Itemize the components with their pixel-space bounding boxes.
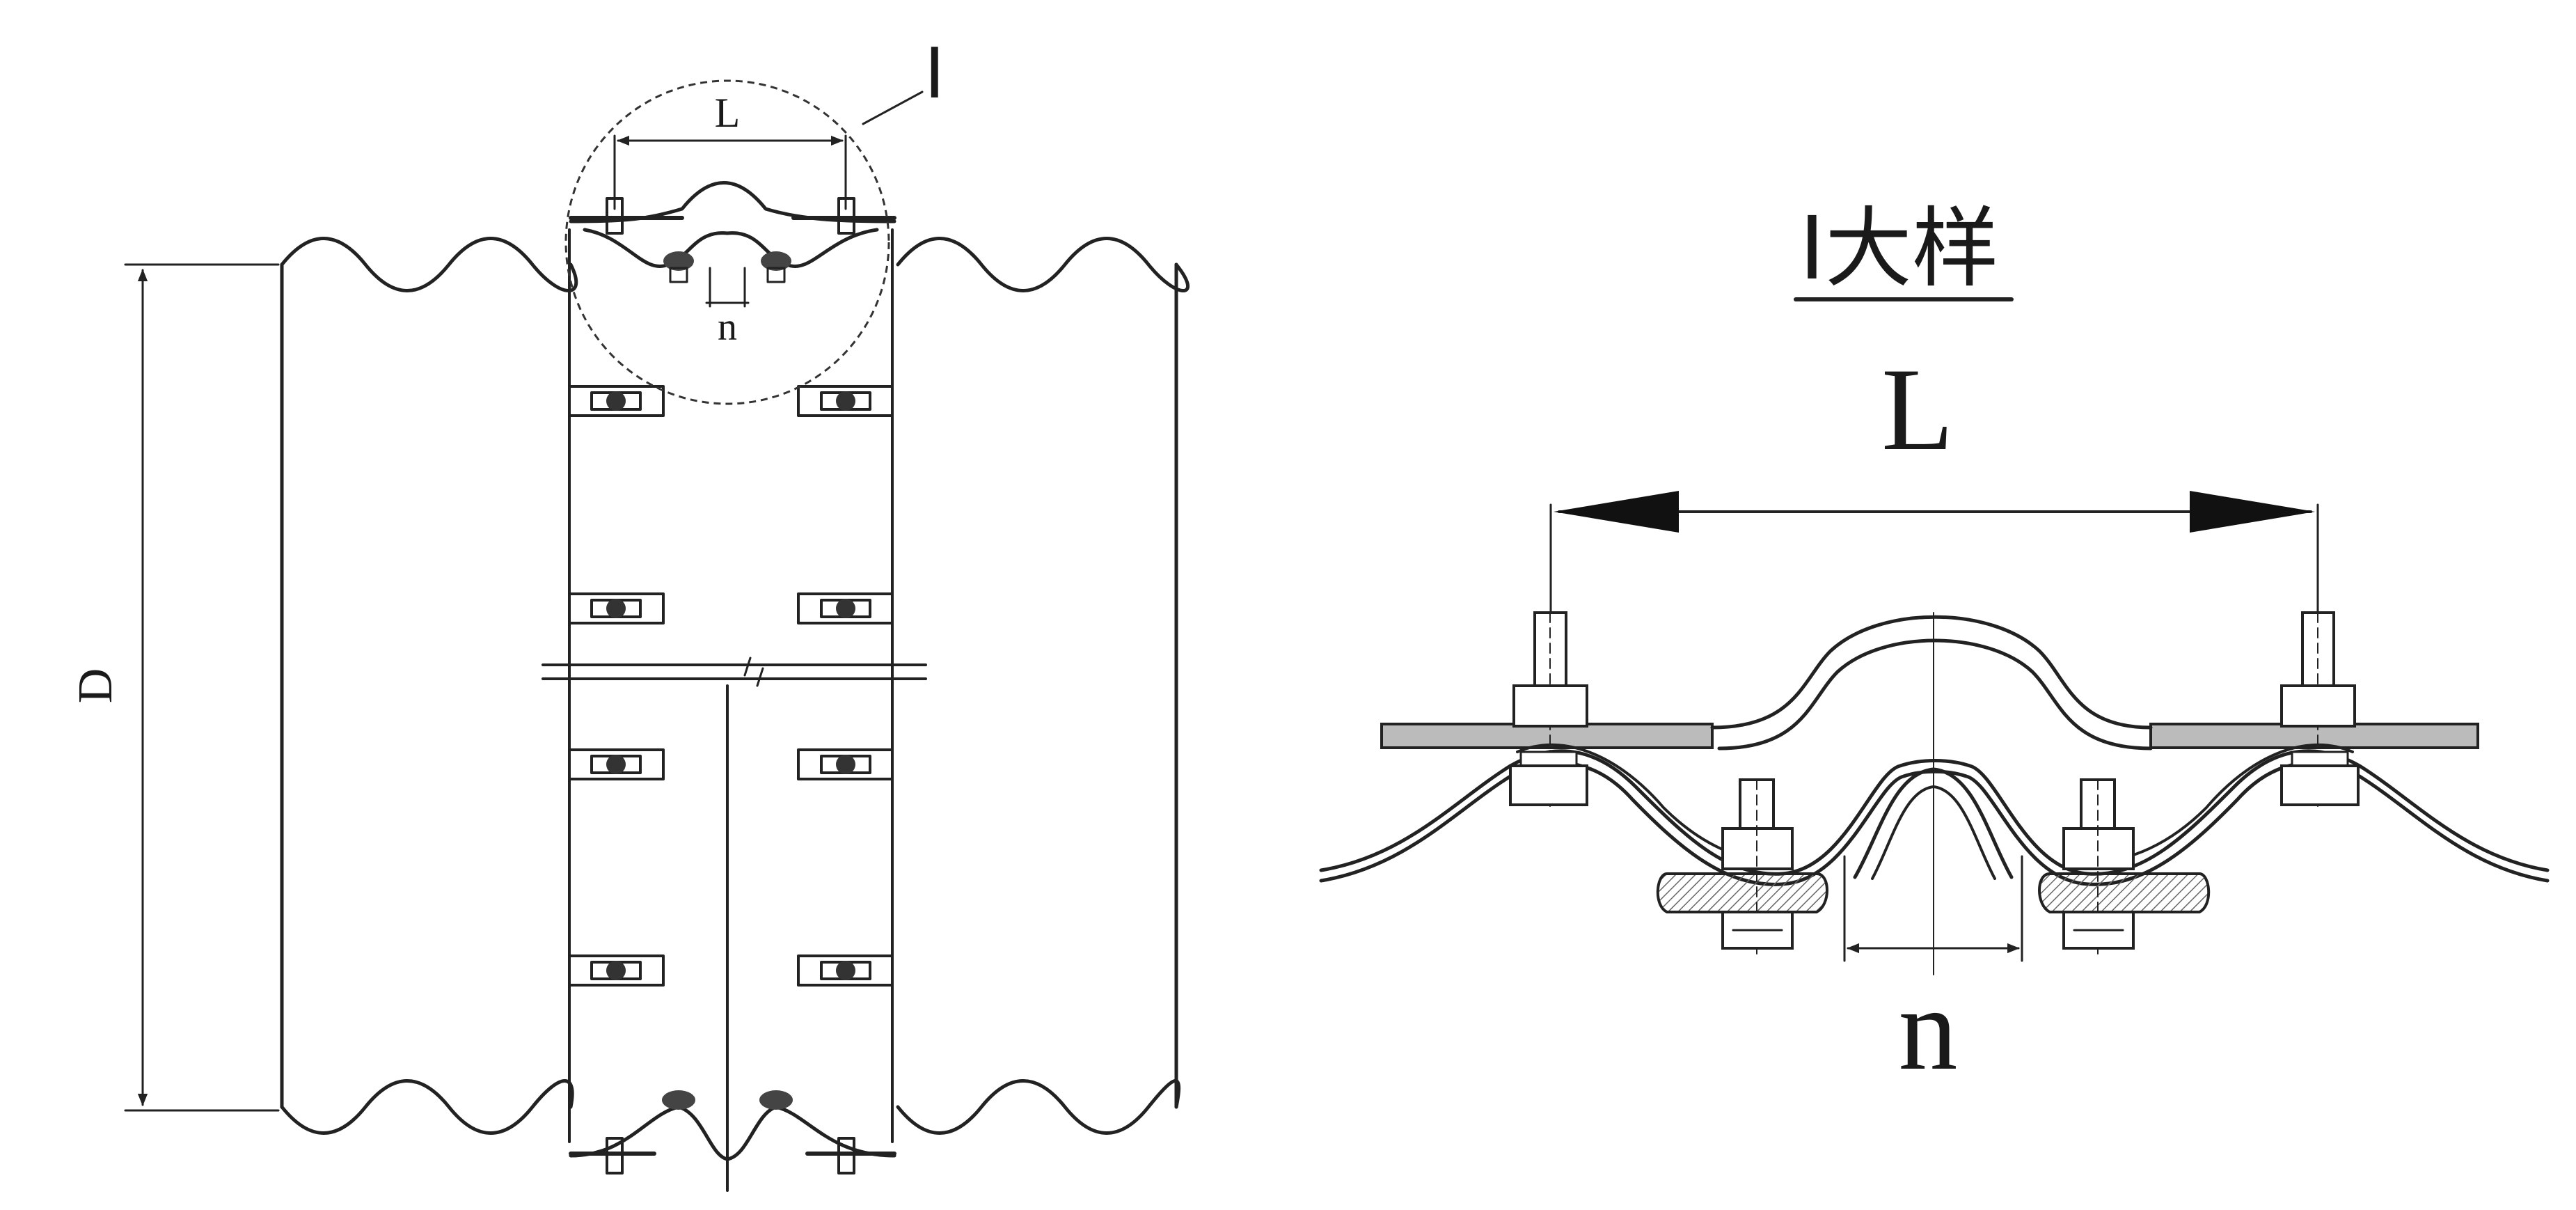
dimension-n-label-small: n (718, 306, 737, 349)
inner-crest (1853, 767, 2014, 879)
pipe-top-corrugation (280, 237, 1190, 292)
dimension-n-label-large: n (1899, 964, 1958, 1094)
detail-title: I大样 (1799, 198, 1999, 299)
connector-arch-outer (1710, 615, 2153, 730)
detail-leader-line (862, 91, 924, 125)
dimension-L-label-small: L (715, 90, 741, 136)
bolt-clamp (568, 385, 665, 417)
pipe-bottom-corrugation (280, 1079, 1181, 1135)
outer-bolt-left (1509, 611, 1588, 808)
dimension-D: D (69, 263, 280, 1112)
bolt-clamp (797, 592, 894, 624)
bolt-clamp (797, 385, 894, 417)
top-joint-assembly (569, 181, 896, 283)
right-gasket (2038, 872, 2211, 913)
dimension-n-small: n (705, 267, 750, 349)
bottom-joint-assembly (569, 1090, 896, 1174)
dimension-L-small: L (613, 90, 847, 210)
detail-callout-circle (564, 79, 890, 405)
dimension-D-label: D (69, 668, 123, 704)
detail-marker-label: I (924, 33, 945, 114)
outer-bolt-right (2280, 611, 2360, 808)
left-gasket (1656, 872, 1828, 913)
connector-arch-inner (1717, 638, 2153, 751)
bolt-clamp (568, 592, 665, 624)
bolt-clamp-row-2 (568, 592, 894, 624)
bolt-clamp (797, 954, 894, 987)
left-flange-plate (1380, 723, 1714, 749)
pipe-elevation-view: I L n D (69, 33, 1190, 1192)
dimension-n-large: n (1843, 855, 2023, 1094)
bolt-clamp (797, 748, 894, 780)
inner-bolt-left (1721, 778, 1794, 954)
bolt-clamp-row-1 (568, 385, 894, 417)
inner-bolt-right (2062, 778, 2135, 954)
detail-view-I: I大样 L (1319, 198, 2550, 1094)
bolt-clamp (568, 748, 665, 780)
bolt-clamp (568, 954, 665, 987)
bolt-clamp-row-4 (568, 954, 894, 987)
dimension-L-label-large: L (1881, 344, 1954, 475)
break-line (542, 657, 927, 687)
bolt-clamp-row-3 (568, 748, 894, 780)
